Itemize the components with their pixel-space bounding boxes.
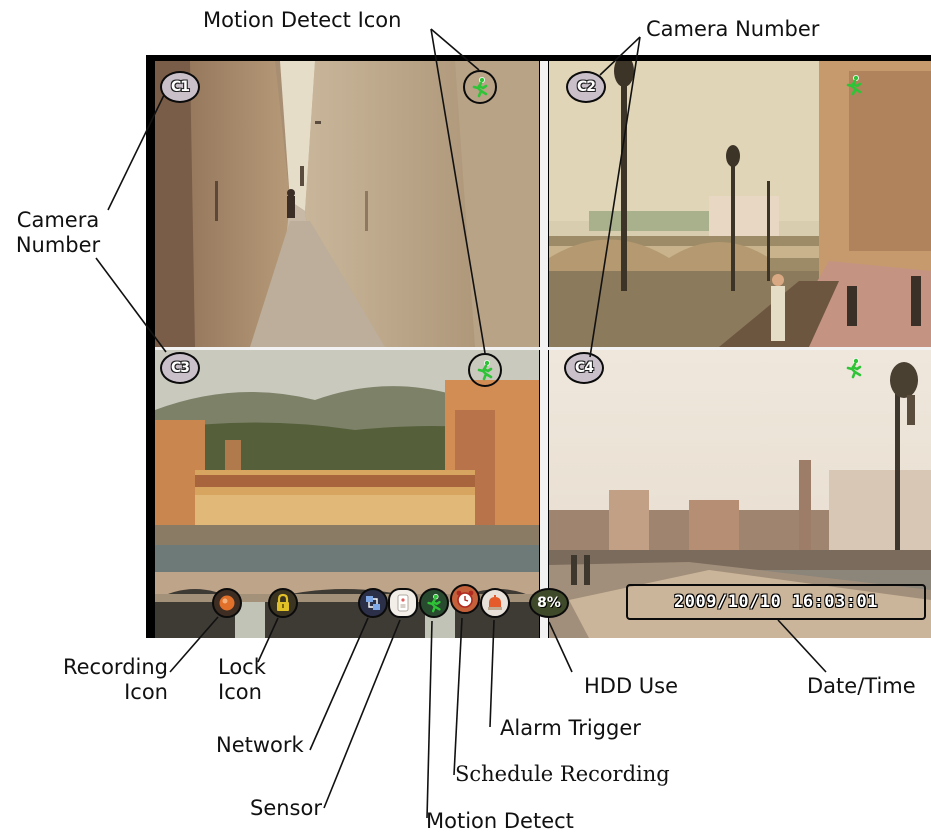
camera-number-callout-left: Camera Number [15, 208, 101, 258]
network-callout: Network [216, 733, 304, 757]
running-man-icon [846, 75, 862, 96]
alarm-clock-icon [450, 584, 480, 614]
motion-detect-icon-callout: Motion Detect Icon [203, 8, 402, 32]
alarm-clock-icon [456, 590, 474, 608]
leader-schedule-recording [453, 617, 463, 776]
camera-number-badge-4: C4 [564, 352, 604, 384]
motion-detect-callout: Motion Detect [426, 809, 574, 833]
network-icon [358, 588, 388, 618]
date-time-display: 2009/10/10 16:03:01 [626, 584, 926, 620]
lock-icon [268, 588, 298, 618]
river-bridge-scene [549, 61, 931, 347]
leader-sensor [323, 619, 401, 809]
alarm-bell-icon [480, 588, 510, 618]
dvr-monitor: C1 C2 C3 C4 [146, 55, 931, 638]
network-icon [366, 596, 380, 610]
recording-icon [212, 588, 242, 618]
running-man-icon [477, 360, 493, 381]
sensor-icon [388, 588, 418, 618]
date-time-callout: Date/Time [807, 674, 916, 698]
alarm-bell-icon [488, 595, 502, 610]
camera-feed-2[interactable] [549, 61, 931, 347]
camera-number-callout-top: Camera Number [646, 17, 820, 41]
running-man-icon [419, 588, 449, 618]
running-man-icon [839, 70, 869, 100]
sensor-callout: Sensor [250, 796, 322, 820]
camera-number-badge-1: C1 [160, 71, 200, 103]
running-man-icon [427, 593, 441, 613]
horizontal-divider [155, 347, 931, 350]
recording-icon [219, 595, 235, 611]
riverside-scene [549, 350, 931, 638]
lock-icon-callout: Lock Icon [218, 655, 266, 705]
camera-number-badge-2: C2 [566, 71, 606, 103]
running-man-icon [468, 353, 502, 387]
leader-motion-detect [426, 620, 433, 819]
camera-feed-4[interactable] [549, 350, 931, 638]
sensor-icon [397, 594, 409, 612]
alarm-trigger-callout: Alarm Trigger [500, 716, 641, 740]
hdd-use-callout: HDD Use [584, 674, 679, 698]
recording-icon-callout: Recording Icon [62, 655, 168, 705]
hdd-usage-indicator: 8% [529, 588, 569, 618]
camera-number-badge-3: C3 [160, 352, 200, 384]
running-man-icon [839, 353, 869, 383]
running-man-icon [846, 358, 862, 379]
lock-icon [277, 593, 289, 611]
running-man-icon [463, 70, 497, 104]
schedule-recording-callout: Schedule Recording [455, 762, 670, 786]
running-man-icon [472, 77, 488, 98]
